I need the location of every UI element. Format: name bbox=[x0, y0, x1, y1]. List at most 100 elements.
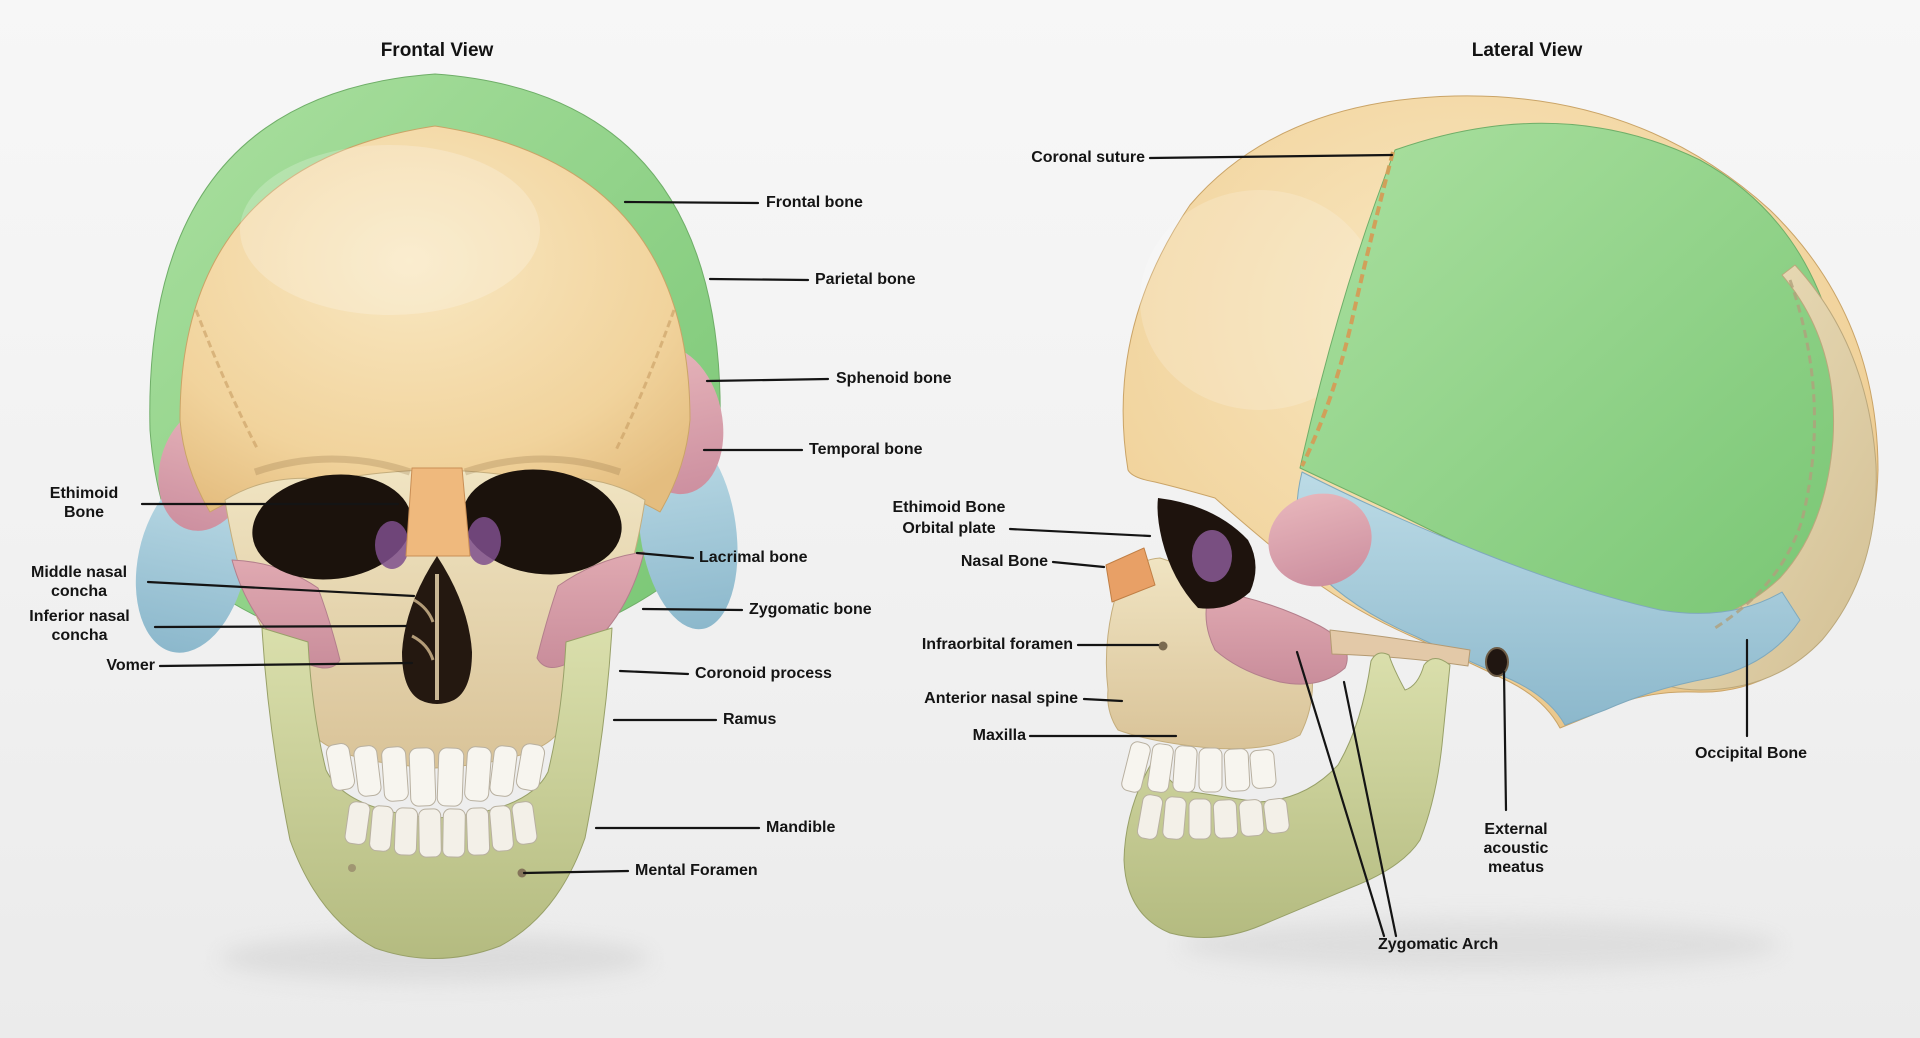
lateral-view-zygomatic-region bbox=[1205, 589, 1348, 685]
leader-zygomatic-arch-2 bbox=[1342, 680, 1398, 938]
label-mandible: Mandible bbox=[766, 819, 836, 836]
tooth bbox=[1147, 743, 1174, 793]
label-ramus: Ramus bbox=[723, 711, 777, 728]
frontal-view-title: Frontal View bbox=[380, 40, 494, 61]
tooth bbox=[489, 745, 518, 797]
tooth bbox=[418, 808, 442, 858]
lateral-view-mandible-region bbox=[1123, 652, 1451, 938]
lateral-view-infraorbital-foramen bbox=[1158, 641, 1168, 651]
frontal-view-ethmoid-region-left bbox=[375, 521, 409, 569]
tooth bbox=[408, 747, 437, 807]
frontal-view-zygomatic-region-right bbox=[536, 551, 645, 668]
lateral-view-coronal-suture-line bbox=[1300, 151, 1395, 467]
label-external-acoustic-meatus: External acoustic meatus bbox=[1483, 821, 1549, 877]
tooth bbox=[1238, 799, 1265, 837]
label-zygomatic-arch: Zygomatic Arch bbox=[1378, 936, 1499, 953]
frontal-view-mental-foramen-left bbox=[348, 864, 356, 872]
coronal-suture-line-left bbox=[194, 309, 260, 451]
frontal-view-middle-concha-region bbox=[413, 598, 435, 623]
lateral-view-title: Lateral View bbox=[1471, 40, 1583, 61]
frontal-view-orbit-right bbox=[462, 469, 622, 575]
lateral-view-lambdoid-suture-line bbox=[1714, 279, 1816, 630]
brow-ridge-right bbox=[463, 455, 622, 476]
label-zygomatic-bone: Zygomatic bone bbox=[749, 601, 872, 618]
tooth bbox=[369, 805, 394, 852]
lateral-skull-illustration bbox=[1105, 95, 1879, 938]
tooth bbox=[325, 743, 356, 791]
label-occipital-bone: Occipital Bone bbox=[1694, 745, 1808, 762]
lateral-view-upper-teeth bbox=[1121, 741, 1277, 793]
label-temporal-bone: Temporal bone bbox=[809, 441, 923, 458]
label-orbital-plate: Orbital plate bbox=[902, 520, 996, 537]
tooth bbox=[442, 808, 466, 858]
leader-ethmoid-orbital-plate bbox=[1008, 527, 1152, 538]
frontal-view-mental-foramen bbox=[517, 868, 527, 878]
label-coronal-suture: Coronal suture bbox=[1031, 149, 1145, 166]
frontal-view-upper-teeth bbox=[325, 743, 546, 807]
frontal-skull-illustration bbox=[135, 73, 738, 959]
leader-inferior-nasal-concha bbox=[153, 624, 408, 629]
leader-coronoid-process bbox=[618, 669, 690, 676]
label-infraorbital-foramen: Infraorbital foramen bbox=[921, 636, 1073, 653]
tooth bbox=[393, 807, 419, 856]
tooth bbox=[1198, 747, 1223, 793]
lateral-view-lower-teeth bbox=[1136, 794, 1290, 840]
frontal-view-orbit-left bbox=[252, 474, 412, 580]
tooth bbox=[1188, 798, 1212, 840]
label-middle-nasal-concha: Middle nasal concha bbox=[30, 564, 128, 601]
leader-zygomatic-arch-1 bbox=[1295, 650, 1386, 938]
tooth bbox=[515, 743, 546, 791]
tooth bbox=[1223, 748, 1251, 792]
leader-parietal-bone bbox=[708, 277, 810, 282]
tooth bbox=[489, 805, 514, 852]
leader-vomer bbox=[158, 661, 414, 668]
tooth bbox=[1121, 741, 1151, 793]
lateral-view-sphenoid-region bbox=[1268, 493, 1372, 587]
coronal-suture-line-right bbox=[614, 309, 676, 451]
leader-sphenoid-bone bbox=[705, 377, 830, 383]
frontal-view-lower-teeth bbox=[344, 801, 538, 858]
tooth bbox=[436, 747, 465, 807]
label-anterior-nasal-spine: Anterior nasal spine bbox=[924, 690, 1078, 707]
lateral-view-ethmoid-region bbox=[1192, 530, 1232, 582]
label-ethmoid-bone: Ethimoid Bone bbox=[49, 485, 119, 522]
tooth bbox=[381, 746, 409, 802]
leader-mental-foramen bbox=[522, 869, 630, 875]
tooth bbox=[465, 807, 491, 856]
tooth bbox=[1212, 799, 1239, 839]
label-sphenoid-bone: Sphenoid bone bbox=[836, 370, 952, 387]
leader-nasal-bone bbox=[1051, 560, 1106, 569]
label-coronoid-process: Coronoid process bbox=[695, 665, 832, 682]
tooth bbox=[1162, 796, 1187, 840]
tooth bbox=[511, 801, 538, 845]
frontal-view-ethmoid-region-right bbox=[467, 517, 501, 565]
lateral-skull-shadow bbox=[1180, 919, 1780, 971]
frontal-skull-highlight bbox=[240, 145, 540, 315]
tooth bbox=[464, 746, 492, 802]
label-vomer: Vomer bbox=[106, 657, 155, 674]
frontal-view-nasal-bone-region bbox=[405, 467, 471, 557]
lateral-view-external-acoustic-meatus bbox=[1485, 647, 1509, 677]
label-mental-foramen: Mental Foramen bbox=[635, 862, 758, 879]
leader-lines bbox=[140, 153, 1749, 938]
lateral-view-nasal-bone-region bbox=[1105, 547, 1156, 603]
leader-coronal-suture bbox=[1148, 153, 1394, 160]
leader-middle-nasal-concha bbox=[146, 580, 416, 598]
tooth bbox=[344, 801, 371, 845]
label-ethmoid-bone-lateral: Ethimoid Bone bbox=[892, 499, 1006, 516]
brow-ridge-left bbox=[253, 455, 412, 476]
tooth bbox=[1263, 797, 1290, 834]
leader-external-acoustic-meatus bbox=[1502, 670, 1508, 812]
frontal-view-inferior-concha-region bbox=[411, 634, 435, 661]
label-nasal-bone: Nasal Bone bbox=[960, 553, 1048, 570]
tooth bbox=[1172, 745, 1198, 793]
label-parietal-bone: Parietal bone bbox=[815, 271, 916, 288]
tooth bbox=[353, 745, 382, 797]
tooth bbox=[1136, 794, 1164, 840]
leader-frontal-bone bbox=[623, 200, 760, 205]
lateral-view-temporal-region bbox=[1296, 471, 1801, 726]
tooth bbox=[1249, 749, 1277, 789]
leader-anterior-nasal-spine bbox=[1082, 697, 1124, 703]
